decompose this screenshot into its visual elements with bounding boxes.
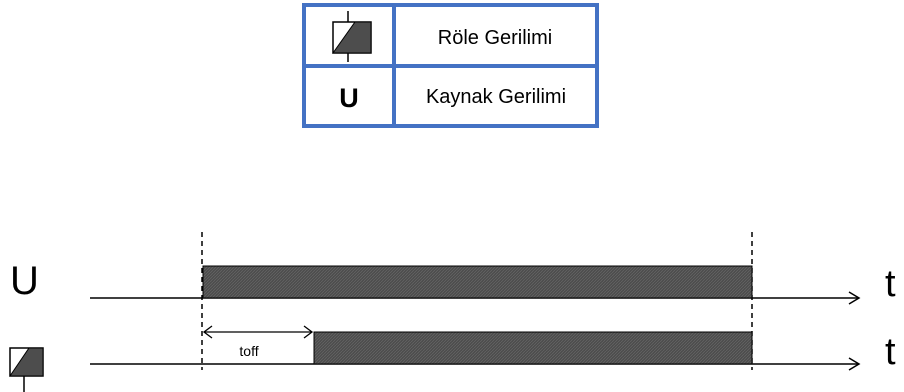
supply-axis-arrow-icon: [848, 291, 861, 305]
relay-voltage-row: t toff: [9, 325, 896, 392]
relay-pulse: [313, 331, 753, 365]
supply-voltage-symbol: U: [339, 83, 359, 113]
supply-voltage-label: Kaynak Gerilimi: [426, 86, 566, 108]
supply-voltage-row: U t: [10, 259, 896, 305]
legend-table: Röle Gerilimi U Kaynak Gerilimi: [302, 3, 599, 128]
supply-row-label: U: [10, 259, 39, 303]
toff-left-arrow-icon: [202, 325, 213, 339]
supply-axis-t-label: t: [885, 263, 896, 305]
relay-axis-arrow-icon: [848, 357, 861, 371]
relay-coil-icon: [332, 11, 372, 62]
relay-row-icon: [9, 347, 44, 392]
relay-voltage-label: Röle Gerilimi: [438, 27, 552, 49]
supply-pulse: [202, 265, 753, 299]
relay-axis-t-label: t: [885, 331, 896, 373]
toff-right-arrow-icon: [303, 325, 314, 339]
toff-dimension: toff: [202, 325, 314, 359]
toff-label: toff: [239, 343, 258, 359]
